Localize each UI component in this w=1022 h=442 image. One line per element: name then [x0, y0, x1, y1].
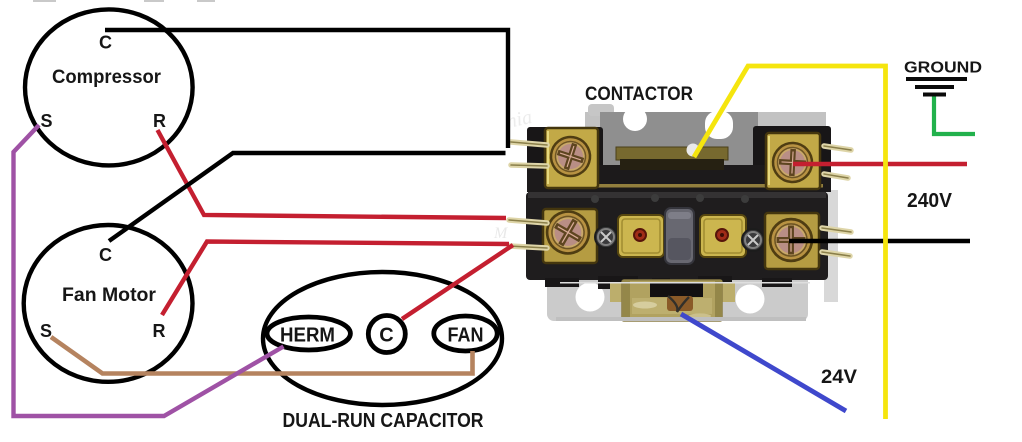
svg-text:S: S: [40, 321, 52, 341]
svg-text:R: R: [153, 321, 166, 341]
svg-text:S: S: [40, 111, 52, 131]
svg-text:C: C: [379, 325, 393, 347]
svg-text:FAN: FAN: [448, 325, 484, 347]
svg-text:R: R: [153, 111, 166, 131]
svg-text:240V: 240V: [907, 190, 953, 212]
svg-text:C: C: [99, 245, 112, 265]
svg-text:M: M: [493, 225, 509, 242]
svg-text:DUAL-RUN CAPACITOR: DUAL-RUN CAPACITOR: [283, 410, 484, 432]
svg-text:24V: 24V: [821, 366, 857, 388]
svg-text:CONTACTOR: CONTACTOR: [585, 84, 693, 105]
svg-text:GROUND: GROUND: [904, 60, 982, 77]
svg-text:HERM: HERM: [280, 325, 335, 347]
svg-text:C: C: [99, 33, 112, 53]
svg-text:Compressor: Compressor: [52, 67, 162, 88]
svg-text:Fan Motor: Fan Motor: [62, 285, 157, 306]
